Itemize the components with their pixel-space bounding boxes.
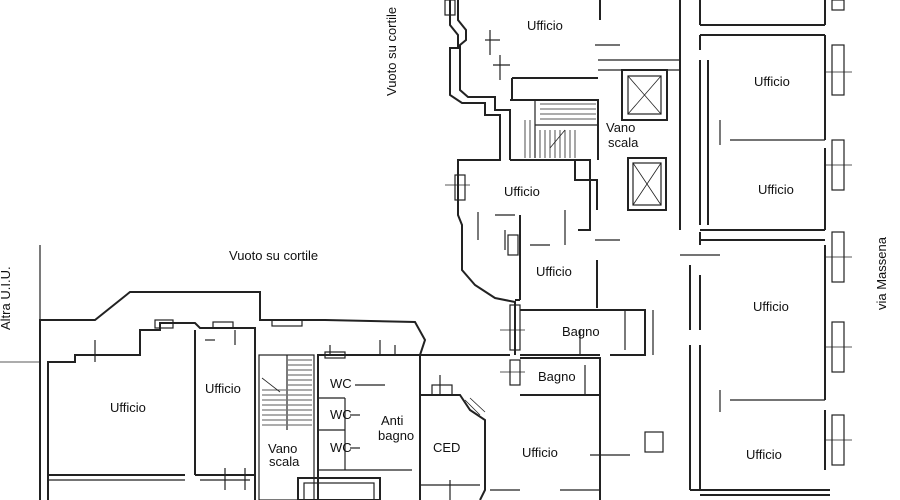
label-ufficio-right-2: Ufficio [758, 182, 794, 197]
walls-lower-center [490, 395, 664, 500]
label-bagno-2: Bagno [538, 369, 576, 384]
boundary-left [0, 245, 41, 363]
lift-bottom [297, 477, 381, 500]
label-vuoto-cortile-mid: Vuoto su cortile [229, 248, 318, 263]
walls-ced [420, 375, 486, 500]
lift-top [621, 69, 668, 121]
room-labels: Vuoto su cortile Vuoto su cortile Uffici… [0, 7, 889, 469]
walls-wc-block [317, 340, 421, 500]
label-wc-2: WC [330, 407, 352, 422]
label-bagno-1: Bagno [562, 324, 600, 339]
label-altra-uiu: Altra U.I.U. [0, 266, 13, 330]
label-ufficio-left-2: Ufficio [205, 381, 241, 396]
label-vano-scala-bottom-line1: Vano [268, 441, 297, 456]
label-ufficio-bottom-center: Ufficio [522, 445, 558, 460]
label-ufficio-mid-2: Ufficio [536, 264, 572, 279]
label-ufficio-right-1: Ufficio [754, 74, 790, 89]
label-vano-scala-top-line2: scala [608, 135, 639, 150]
walls-central-core [449, 0, 620, 355]
label-ufficio-bottom-right: Ufficio [746, 447, 782, 462]
lift-middle [627, 157, 667, 211]
label-vano-scala-top-line1: Vano [606, 120, 635, 135]
walls-bagno [520, 309, 654, 396]
label-ced: CED [433, 440, 460, 455]
stair-top [510, 99, 599, 160]
label-ufficio-mid: Ufficio [504, 184, 540, 199]
label-ufficio-left: Ufficio [110, 400, 146, 415]
stair-bottom-left [258, 354, 315, 500]
label-anti-bagno-line1: Anti [381, 413, 404, 428]
label-vano-scala-bottom-line2: scala [269, 454, 300, 469]
walls-top [511, 0, 680, 100]
label-wc-3: WC [330, 440, 352, 455]
label-ufficio-top: Ufficio [527, 18, 563, 33]
courtyard-windows [154, 0, 525, 396]
walls-right-wing [679, 0, 830, 496]
label-ufficio-right-3: Ufficio [753, 299, 789, 314]
label-anti-bagno-line2: bagno [378, 428, 414, 443]
label-via-massena: via Massena [874, 236, 889, 310]
label-vuoto-cortile-top: Vuoto su cortile [384, 7, 399, 96]
facade-windows-right [825, 0, 852, 466]
label-wc-1: WC [330, 376, 352, 391]
walls-left-wing [39, 291, 510, 500]
